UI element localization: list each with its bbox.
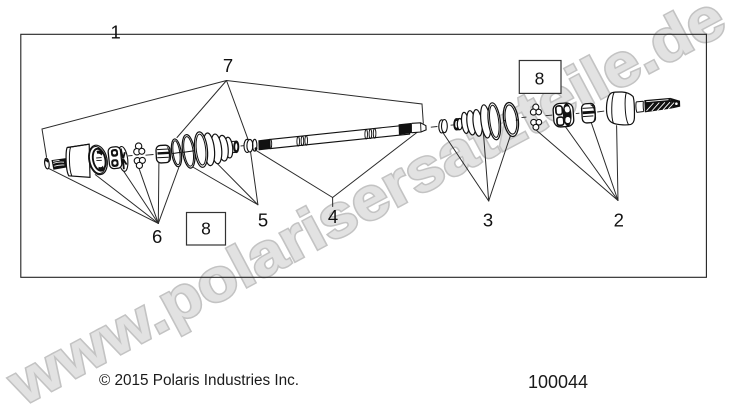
svg-text:100044: 100044 — [528, 372, 588, 392]
svg-text:© 2015 Polaris Industries Inc.: © 2015 Polaris Industries Inc. — [99, 372, 299, 389]
svg-text:4: 4 — [328, 206, 338, 227]
svg-text:7: 7 — [223, 55, 233, 76]
svg-text:5: 5 — [258, 210, 268, 231]
svg-text:8: 8 — [201, 219, 211, 239]
svg-text:2: 2 — [614, 210, 624, 231]
svg-text:6: 6 — [152, 226, 162, 247]
svg-text:3: 3 — [483, 210, 493, 231]
svg-text:8: 8 — [535, 69, 545, 89]
svg-text:1: 1 — [110, 22, 120, 43]
